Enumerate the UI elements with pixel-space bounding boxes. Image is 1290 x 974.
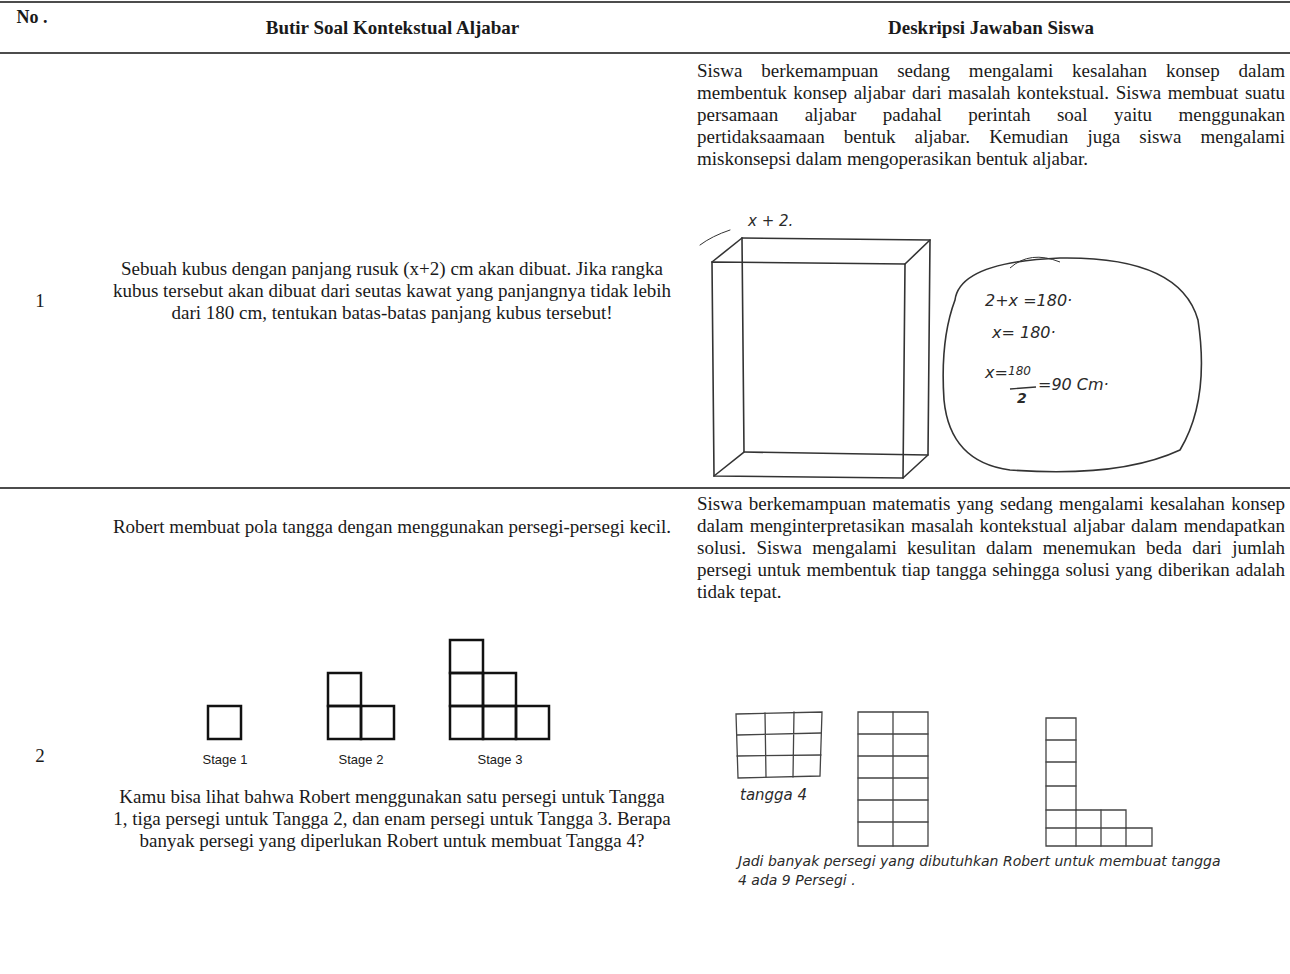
problem-text: Kamu bisa lihat bahwa Robert menggunakan…	[112, 786, 672, 852]
handwritten-fraction: 2	[1017, 390, 1027, 406]
stage-label: Stage 3	[460, 752, 540, 768]
row-number: 2	[20, 745, 60, 767]
cube-sketch	[700, 230, 930, 478]
handwritten-equation: x= 180·	[992, 322, 1056, 344]
handwritten-label: tangga 4	[740, 786, 807, 804]
handwritten-equation: x=	[985, 362, 1008, 384]
table-rule	[0, 1, 1290, 3]
table-rule	[0, 487, 1290, 489]
header-cell: Butir Soal Kontekstual Aljabar	[95, 17, 690, 39]
header-cell: No .	[14, 7, 50, 27]
problem-text: Sebuah kubus dengan panjang rusuk (x+2) …	[112, 258, 672, 324]
stage-figures	[208, 640, 549, 739]
handwritten-fraction: 180	[1008, 364, 1031, 378]
answer-description: Siswa berkemampuan sedang mengalami kesa…	[697, 60, 1285, 170]
handwritten-conclusion: Jadi banyak persegi yang dibutuhkan Robe…	[738, 852, 1228, 890]
handwritten-label: x + 2.	[748, 212, 793, 230]
student-stairs-sketch	[736, 712, 1152, 846]
handwritten-equation: =90 Cm·	[1038, 374, 1109, 396]
problem-text: Robert membuat pola tangga dengan menggu…	[112, 516, 672, 538]
row-number: 1	[20, 290, 60, 312]
table-rule	[0, 52, 1290, 54]
stage-label: Stage 1	[185, 752, 265, 768]
stage-label: Stage 2	[321, 752, 401, 768]
answer-description: Siswa berkemampuan matematis yang sedang…	[697, 493, 1285, 603]
answer-oval	[943, 257, 1201, 472]
handwritten-equation: 2+x =180·	[985, 290, 1072, 312]
header-cell: Deskripsi Jawaban Siswa	[697, 17, 1285, 39]
